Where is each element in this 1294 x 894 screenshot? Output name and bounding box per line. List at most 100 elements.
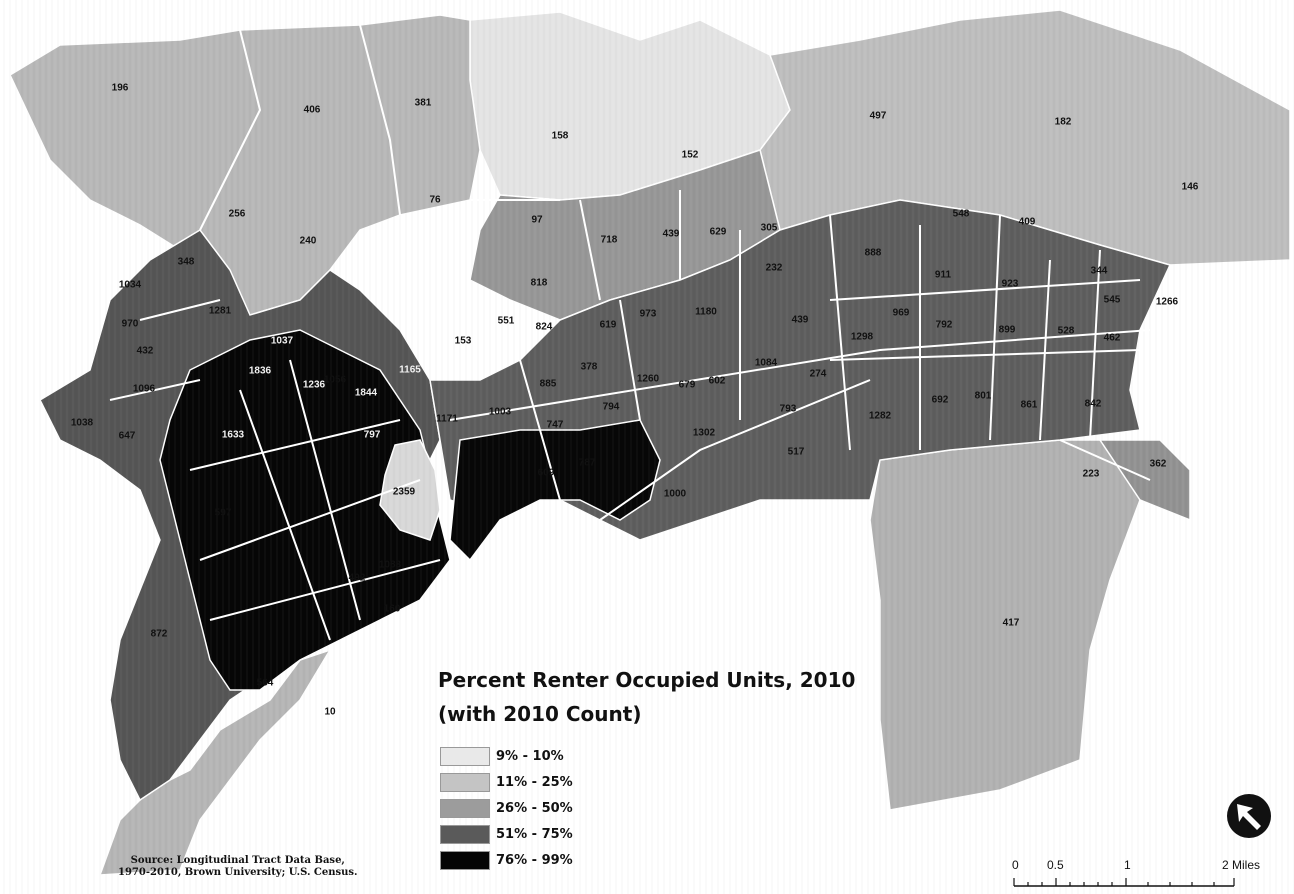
tract-label: 1260: [637, 374, 660, 385]
scale-label: 0: [1012, 858, 1019, 872]
legend-item: 11% - 25%: [440, 771, 573, 793]
tract-label: 182: [1055, 117, 1072, 128]
tract-label: 1083: [379, 560, 402, 571]
legend-label: 11% - 25%: [496, 774, 573, 790]
tract-label: 152: [682, 150, 699, 161]
legend-swatch: [440, 824, 490, 844]
tract-label: 1180: [695, 307, 717, 318]
tract-label: 973: [640, 309, 657, 320]
tract-label: 564: [257, 678, 274, 689]
tract-label: 492: [349, 573, 366, 584]
tract-label: 1056: [324, 375, 347, 386]
tract-label: 1171: [436, 414, 458, 425]
legend-item: 9% - 10%: [440, 745, 564, 767]
legend-item: 26% - 50%: [440, 797, 573, 819]
legend-item: 76% - 99%: [440, 849, 573, 871]
tract-label: 439: [792, 315, 809, 326]
tract-label: 629: [710, 227, 727, 238]
tract-label: 602: [709, 376, 726, 387]
tract-label: 1034: [119, 280, 142, 291]
scale-label: 0.5: [1047, 858, 1064, 872]
tract-label: 274: [810, 369, 827, 380]
source-line: 1970-2010, Brown University; U.S. Census…: [118, 867, 358, 878]
tract-label: 551: [498, 316, 515, 327]
tract-label: 348: [178, 257, 195, 268]
tract-label: 597: [215, 508, 232, 519]
map-subtitle: (with 2010 Count): [438, 702, 642, 726]
tract-label: 787: [579, 458, 596, 469]
tract-label: 899: [999, 325, 1016, 336]
tract-label: 1844: [355, 388, 378, 399]
tract-label: 240: [300, 236, 317, 247]
tract-label: 679: [679, 380, 696, 391]
tract-label: 344: [1091, 266, 1108, 277]
tract-label: 378: [581, 362, 598, 373]
legend-swatch: [440, 746, 490, 766]
tract-label: 1281: [209, 306, 232, 317]
tract-label: 381: [415, 98, 432, 109]
tract-label: 1037: [271, 336, 294, 347]
scale-bar: [1013, 878, 1235, 887]
tract-label: 801: [975, 391, 992, 402]
tract-label: 439: [663, 229, 680, 240]
scale-label: 2 Miles: [1222, 858, 1261, 872]
tract-label: 792: [936, 320, 953, 331]
tract-label: 2359: [393, 487, 416, 498]
tract-label: 619: [600, 320, 617, 331]
tract-label: 1038: [71, 418, 94, 429]
tract-label: 432: [137, 346, 154, 357]
tract-label: 888: [865, 248, 882, 259]
tract-label: 794: [603, 402, 620, 413]
tract-label: 1302: [693, 428, 716, 439]
tract-label: 545: [1104, 295, 1121, 306]
tract-labels: 196 406 381 158 152 497 182 146 256 240 …: [71, 83, 1199, 718]
tract-label: 1282: [869, 411, 892, 422]
source-line: Source: Longitudinal Tract Data Base,: [130, 855, 345, 866]
tract-label: 969: [893, 308, 910, 319]
tract-label: 923: [1002, 279, 1019, 290]
tract-label: 793: [780, 404, 797, 415]
tract-label: 824: [536, 322, 553, 333]
legend-label: 9% - 10%: [496, 748, 564, 764]
tract-label: 797: [364, 430, 381, 441]
tract-label: 223: [1083, 469, 1100, 480]
tract-label: 818: [531, 278, 548, 289]
legend-swatch: [440, 798, 490, 818]
tract-label: 232: [766, 263, 783, 274]
source-note: Source: Longitudinal Tract Data Base, 19…: [118, 855, 358, 879]
tract-label: 10: [324, 707, 336, 718]
tract-label: 497: [870, 111, 887, 122]
tract-label: 911: [935, 270, 952, 281]
tract-label: 1633: [222, 430, 245, 441]
tract-label: 609: [538, 468, 555, 479]
tract-label: 76: [429, 195, 441, 206]
tract-label: 842: [1085, 399, 1102, 410]
legend-label: 51% - 75%: [496, 826, 573, 842]
tract-label: 406: [304, 105, 321, 116]
legend-item: 51% - 75%: [440, 823, 573, 845]
legend-label: 76% - 99%: [496, 852, 573, 868]
tract-label: 160: [384, 604, 401, 615]
tract-label: 1836: [249, 366, 272, 377]
tract-label: 196: [112, 83, 129, 94]
tract-label: 305: [761, 223, 778, 234]
tract-label: 861: [1021, 400, 1038, 411]
tract-label: 417: [1003, 618, 1020, 629]
tract-label: 885: [540, 379, 557, 390]
tract-label: 1236: [303, 380, 326, 391]
tract-label: 1003: [489, 407, 512, 418]
tract-label: 517: [788, 447, 805, 458]
tract-label: 462: [1104, 333, 1121, 344]
tract-label: 158: [552, 131, 569, 142]
tract-label: 409: [1019, 217, 1036, 228]
tract-label: 692: [932, 395, 949, 406]
tract-label: 97: [531, 215, 543, 226]
tract-label: 528: [1058, 326, 1075, 337]
legend-swatch: [440, 772, 490, 792]
scale-label: 1: [1124, 858, 1131, 872]
tract-label: 1000: [664, 489, 687, 500]
tract-label: 747: [547, 420, 564, 431]
